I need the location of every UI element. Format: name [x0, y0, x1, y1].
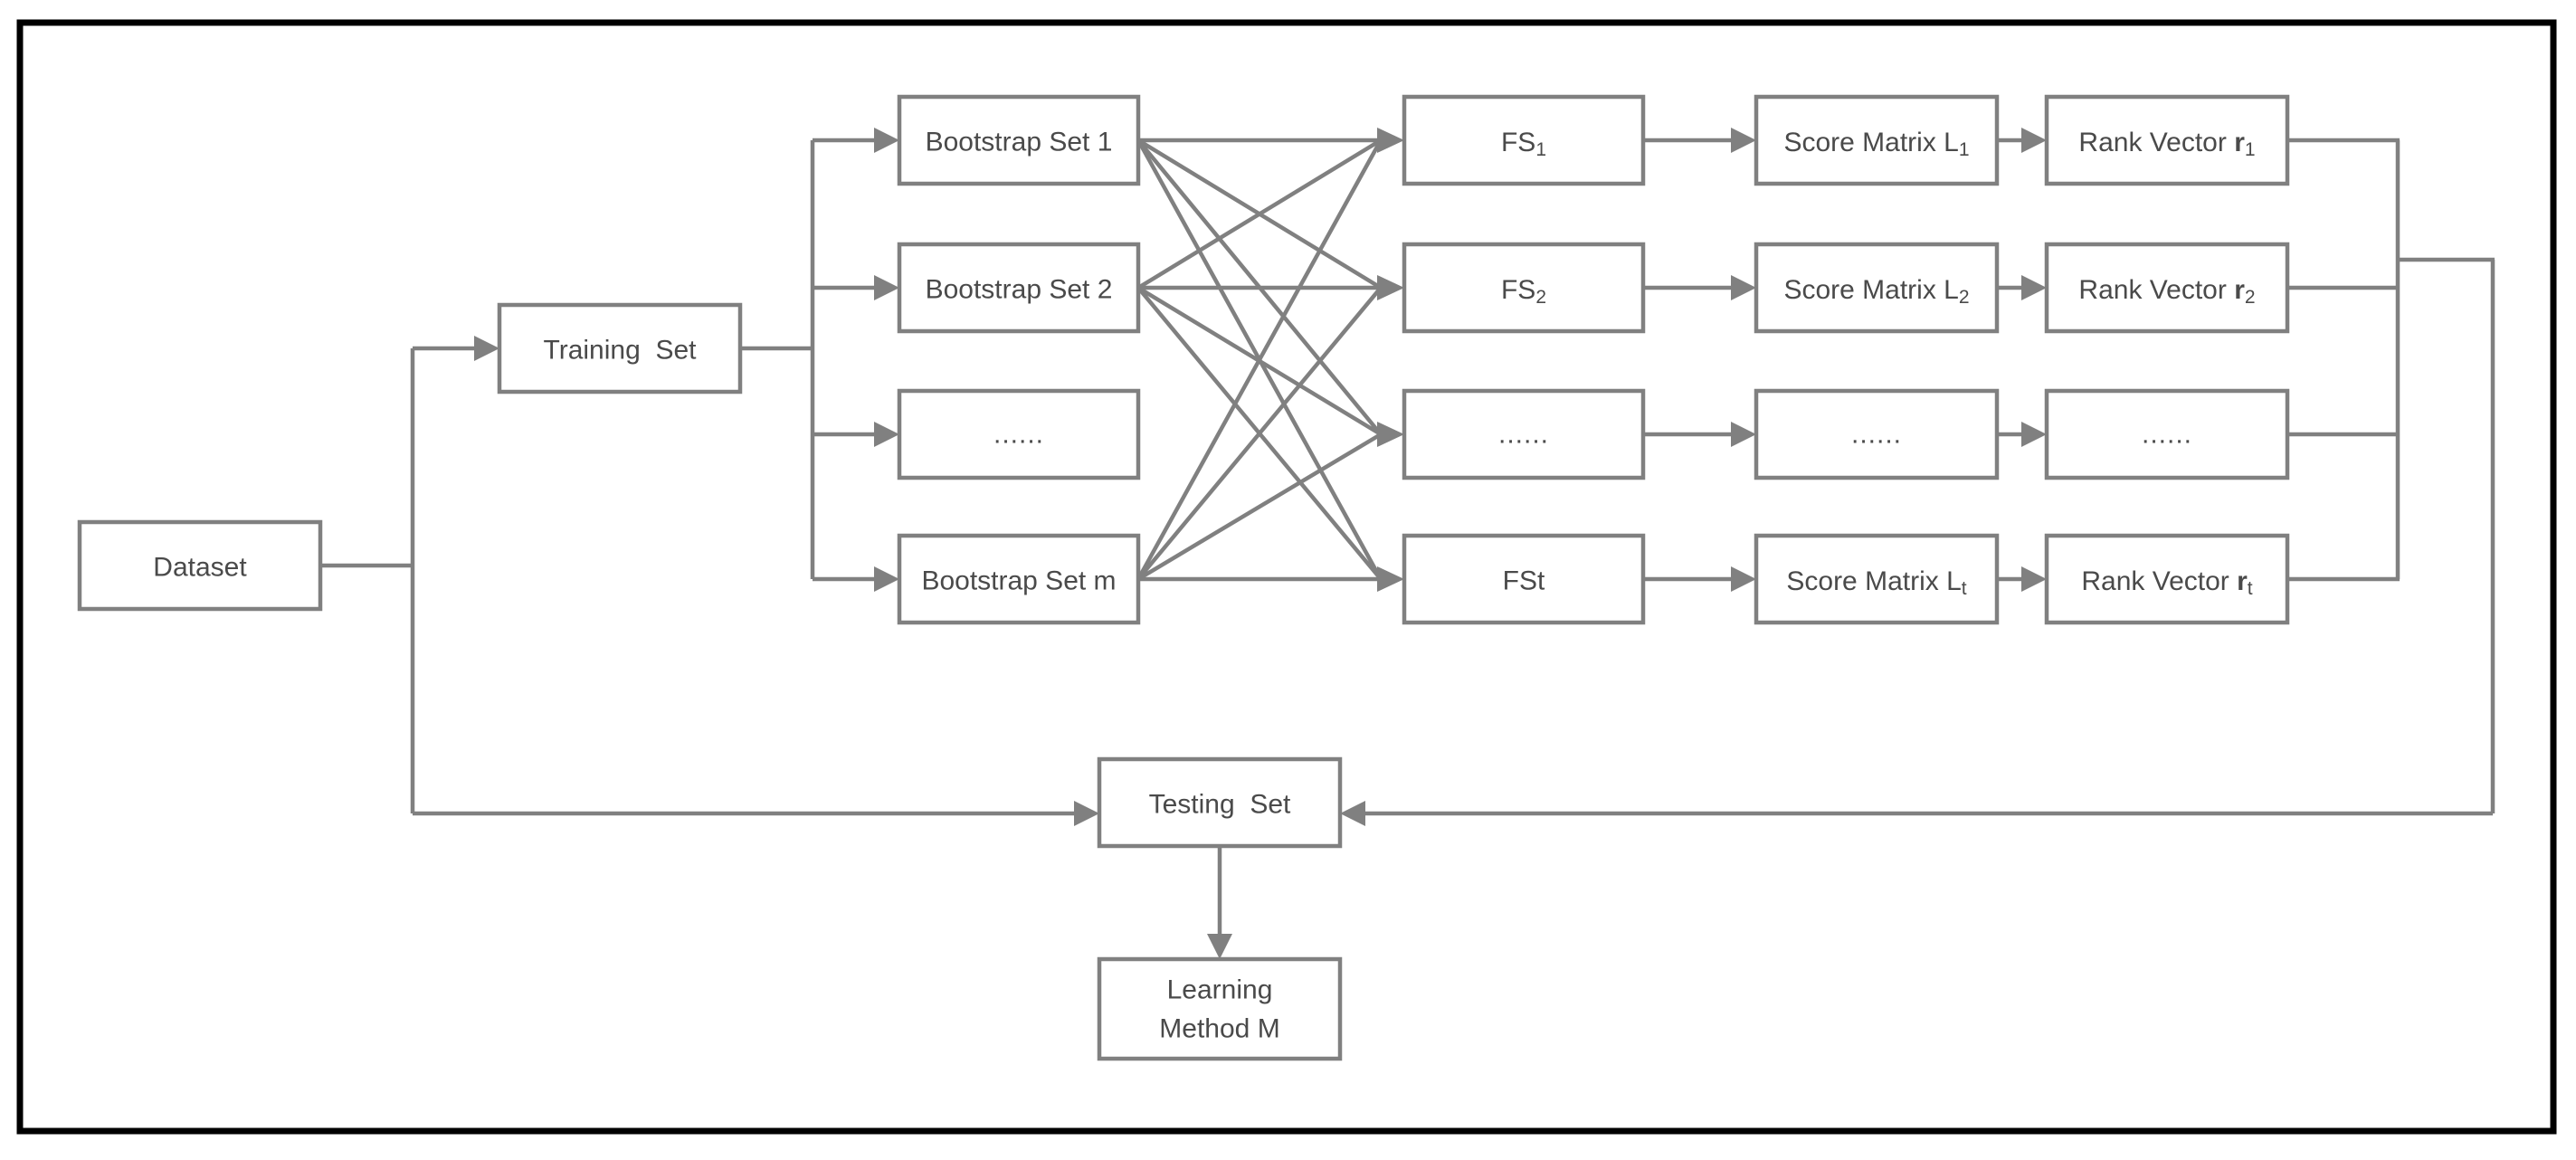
arrowhead-training-set — [474, 336, 499, 361]
score-matrix-4-label: Score Matrix Lt — [1786, 566, 1966, 599]
node-layer: Dataset Training Set Bootstrap Set 1 Boo… — [77, 94, 2290, 1061]
bootstrap-2-box[interactable] — [897, 242, 1141, 334]
node-score-matrix-3[interactable]: ...... — [1754, 388, 2000, 480]
node-rank-vector-3[interactable]: ...... — [2044, 388, 2290, 480]
score-matrix-2-box[interactable] — [1754, 242, 2000, 334]
node-bootstrap-1[interactable]: Bootstrap Set 1 — [897, 94, 1141, 186]
arrowhead-score-3 — [1731, 422, 1756, 447]
edge-bootstrapm-fs3 — [1136, 433, 1383, 581]
rank-vector-3-box[interactable] — [2044, 388, 2290, 480]
bootstrap-1-box[interactable] — [897, 94, 1141, 186]
edge-layer — [320, 128, 2495, 959]
arrowhead-testing-set-left — [1074, 801, 1099, 826]
score-matrix-2-label: Score Matrix L2 — [1783, 275, 1969, 308]
edge-bootstrap2-fs1 — [1136, 138, 1383, 290]
bootstrap-3-label: ...... — [993, 420, 1044, 450]
bootstrap-4-box[interactable] — [897, 533, 1141, 625]
arrowhead-rank-2 — [2021, 275, 2047, 300]
node-fs-2[interactable]: FS2 — [1402, 242, 1646, 334]
arrowhead-fs-3 — [1377, 422, 1404, 447]
node-score-matrix-4[interactable]: Score Matrix Lt — [1754, 533, 2000, 625]
arrowhead-bootstrap-3 — [874, 422, 899, 447]
bootstrap-1-label: Bootstrap Set 1 — [926, 128, 1113, 157]
rank-vector-2-box[interactable] — [2044, 242, 2290, 334]
node-score-matrix-2[interactable]: Score Matrix L2 — [1754, 242, 2000, 334]
bootstrap-4-label: Bootstrap Set m — [921, 566, 1116, 596]
node-score-matrix-1[interactable]: Score Matrix L1 — [1754, 94, 2000, 186]
edge-bootstrapm-fs1 — [1136, 138, 1383, 581]
testing-set-label: Testing Set — [1149, 790, 1291, 820]
bootstrap-2-label: Bootstrap Set 2 — [926, 275, 1113, 305]
arrowhead-rank-4 — [2021, 566, 2047, 592]
fs-1-label: FS1 — [1501, 128, 1546, 160]
rank-vector-3-label: ...... — [2142, 420, 2192, 450]
dataset-box[interactable] — [77, 519, 323, 612]
node-fs-1[interactable]: FS1 — [1402, 94, 1646, 186]
outer-frame — [16, 19, 2557, 1135]
rank-vector-1-label: Rank Vector r1 — [2078, 128, 2255, 160]
arrowhead-fs-1 — [1377, 128, 1404, 153]
score-matrix-3-box[interactable] — [1754, 388, 2000, 480]
node-bootstrap-2[interactable]: Bootstrap Set 2 — [897, 242, 1141, 334]
training-set-label: Training Set — [544, 336, 698, 366]
score-matrix-4-box[interactable] — [1754, 533, 2000, 625]
score-matrix-3-label: ...... — [1851, 420, 1902, 450]
fs-3-box[interactable] — [1402, 388, 1646, 480]
node-fs-4[interactable]: FSt — [1402, 533, 1646, 625]
arrowhead-bootstrap-1 — [874, 128, 899, 153]
arrowhead-testing-set-right — [1340, 801, 1365, 826]
node-rank-vector-2[interactable]: Rank Vector r2 — [2044, 242, 2290, 334]
rank-vector-4-label: Rank Vector rt — [2081, 566, 2252, 599]
fs-4-box[interactable] — [1402, 533, 1646, 625]
learning-method-line1: Learning — [1167, 975, 1273, 1005]
fs-3-label: ...... — [1498, 420, 1549, 450]
arrowhead-fs-4 — [1377, 566, 1404, 592]
fs-2-label: FS2 — [1501, 275, 1546, 308]
arrowhead-score-4 — [1731, 566, 1756, 592]
rank-vector-1-box[interactable] — [2044, 94, 2290, 186]
arrowhead-bootstrap-4 — [874, 566, 899, 592]
arrowhead-learning-method — [1207, 934, 1232, 959]
fs-2-box[interactable] — [1402, 242, 1646, 334]
node-bootstrap-3[interactable]: ...... — [897, 388, 1141, 480]
score-matrix-1-box[interactable] — [1754, 94, 2000, 186]
node-bootstrap-4[interactable]: Bootstrap Set m — [897, 533, 1141, 625]
rank-vector-2-label: Rank Vector r2 — [2078, 275, 2255, 308]
node-rank-vector-4[interactable]: Rank Vector rt — [2044, 533, 2290, 625]
fs-1-box[interactable] — [1402, 94, 1646, 186]
score-matrix-1-label: Score Matrix L1 — [1783, 128, 1969, 160]
arrowhead-bootstrap-2 — [874, 275, 899, 300]
bootstrap-3-box[interactable] — [897, 388, 1141, 480]
learning-method-box[interactable] — [1097, 956, 1343, 1061]
arrowhead-fs-2 — [1377, 275, 1404, 300]
fs-4-label: FSt — [1503, 566, 1545, 596]
rank-vector-4-box[interactable] — [2044, 533, 2290, 625]
node-learning-method[interactable]: Learning Method M — [1097, 956, 1343, 1061]
edge-bootstrapm-fs2 — [1136, 286, 1383, 581]
node-training-set[interactable]: Training Set — [497, 302, 743, 395]
node-testing-set[interactable]: Testing Set — [1097, 756, 1343, 849]
testing-set-box[interactable] — [1097, 756, 1343, 849]
node-rank-vector-1[interactable]: Rank Vector r1 — [2044, 94, 2290, 186]
node-dataset[interactable]: Dataset — [77, 519, 323, 612]
training-set-box[interactable] — [497, 302, 743, 395]
arrowhead-score-1 — [1731, 128, 1756, 153]
arrowhead-score-2 — [1731, 275, 1756, 300]
arrowhead-rank-1 — [2021, 128, 2047, 153]
learning-method-line2: Method M — [1159, 1014, 1279, 1044]
node-fs-3[interactable]: ...... — [1402, 388, 1646, 480]
arrowhead-rank-3 — [2021, 422, 2047, 447]
dataset-label: Dataset — [153, 553, 247, 583]
